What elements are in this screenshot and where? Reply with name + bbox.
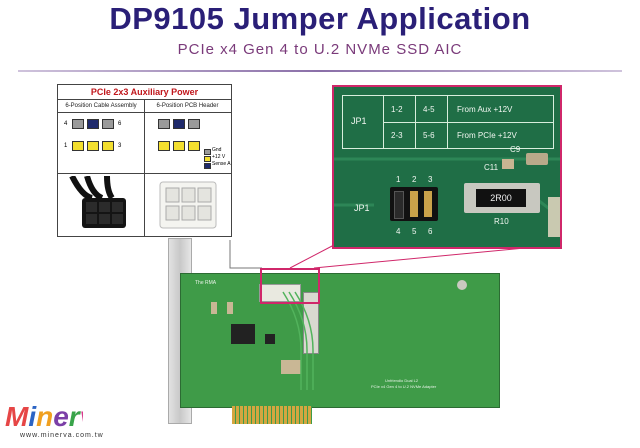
pin-sense <box>87 119 99 129</box>
page-title: DP9105 Jumper Application <box>109 1 531 36</box>
table-cell: 1-2 <box>391 105 403 114</box>
jumper-setting-table: JP1 1-2 4-5 From Aux +12V 2-3 5-6 From P… <box>342 95 554 149</box>
legend-swatch-gnd <box>204 149 211 155</box>
component <box>227 302 233 314</box>
pin-12v <box>158 141 170 151</box>
table-cell: From Aux +12V <box>457 105 513 114</box>
board-silk-label: The RMA <box>195 280 217 286</box>
table-cell: 2-3 <box>391 131 403 140</box>
pin-12v <box>188 141 200 151</box>
product-sub-label: PCIe x4 Gen 4 to U.2 NVMe Adapter <box>371 384 437 389</box>
jumper-pin <box>410 191 418 217</box>
pin-number: 3 <box>118 143 122 149</box>
jumper-pin <box>424 191 432 217</box>
r10-label: R10 <box>494 217 509 226</box>
pin-12v <box>173 141 185 151</box>
pin-number: 2 <box>412 175 417 184</box>
component <box>211 302 217 314</box>
capacitor-c9 <box>526 153 548 165</box>
table-cell: 5-6 <box>423 131 435 140</box>
capacitor-c11 <box>502 159 514 169</box>
pin-number: 3 <box>428 175 433 184</box>
pin-12v <box>72 141 84 151</box>
pcie-card: The RMA Unfriendio Dual L2 PCIe x4 Gen 4… <box>180 273 500 408</box>
pcb-header-label: 6-Position PCB Header <box>144 100 231 113</box>
legend-swatch-12v <box>204 156 211 162</box>
pin-number: 6 <box>118 121 122 127</box>
aux-power-title: PCIe 2x3 Auxiliary Power <box>58 85 231 100</box>
pin-number: 6 <box>428 227 433 236</box>
pin-gnd <box>188 119 200 129</box>
board-traces <box>282 291 314 390</box>
jumper-zoom-panel: JP1 1-2 4-5 From Aux +12V 2-3 5-6 From P… <box>332 85 562 249</box>
product-label: Unfriendio Dual L2 <box>385 378 419 383</box>
table-cell: From PCIe +12V <box>457 131 517 140</box>
resistor-r10: 2R00 <box>476 189 526 207</box>
jumper-highlight-box <box>260 268 320 304</box>
panel-divider <box>144 100 145 236</box>
component <box>281 360 301 374</box>
panel-divider <box>58 173 231 174</box>
pin-number: 1 <box>396 175 401 184</box>
page-subtitle: PCIe x4 Gen 4 to U.2 NVMe SSD AIC <box>177 41 463 58</box>
pin-number: 1 <box>64 143 68 149</box>
pin-sense <box>173 119 185 129</box>
pin-number: 4 <box>64 121 68 127</box>
mount-hole <box>457 280 467 290</box>
pcb-traces <box>334 157 560 237</box>
pin-12v <box>102 141 114 151</box>
legend-swatch-sense <box>204 163 211 169</box>
brand-url: www.minerva.com.tw <box>20 432 104 439</box>
pin-number: 4 <box>396 227 401 236</box>
cable-assembly-label: 6-Position Cable Assembly <box>58 100 144 113</box>
aux-power-header <box>259 284 301 302</box>
svg-text:Minerva: Minerva <box>5 401 83 432</box>
jp1-table-label: JP1 <box>351 116 367 126</box>
pin-12v <box>87 141 99 151</box>
cable-connector-photo <box>69 176 126 228</box>
pcie-edge-connector <box>232 406 312 424</box>
c9-label: C9 <box>510 145 521 154</box>
legend-label: Sense A <box>212 161 231 167</box>
legend-label: Gnd <box>212 147 222 153</box>
table-divider <box>383 122 553 123</box>
c11-label: C11 <box>484 163 499 172</box>
chip <box>231 324 255 344</box>
jumper-shunt <box>394 191 404 219</box>
pin-gnd <box>102 119 114 129</box>
aux-power-panel: PCIe 2x3 Auxiliary Power 6-Position Cabl… <box>57 84 232 237</box>
pcb-header-photo <box>159 181 217 229</box>
chip <box>265 334 275 344</box>
title-divider <box>18 70 622 72</box>
pin-number: 5 <box>412 227 417 236</box>
legend-label: +12 V <box>212 154 226 160</box>
table-cell: 4-5 <box>423 105 435 114</box>
pin-gnd <box>72 119 84 129</box>
pin-gnd <box>158 119 170 129</box>
jp1-silk-label: JP1 <box>354 203 370 213</box>
